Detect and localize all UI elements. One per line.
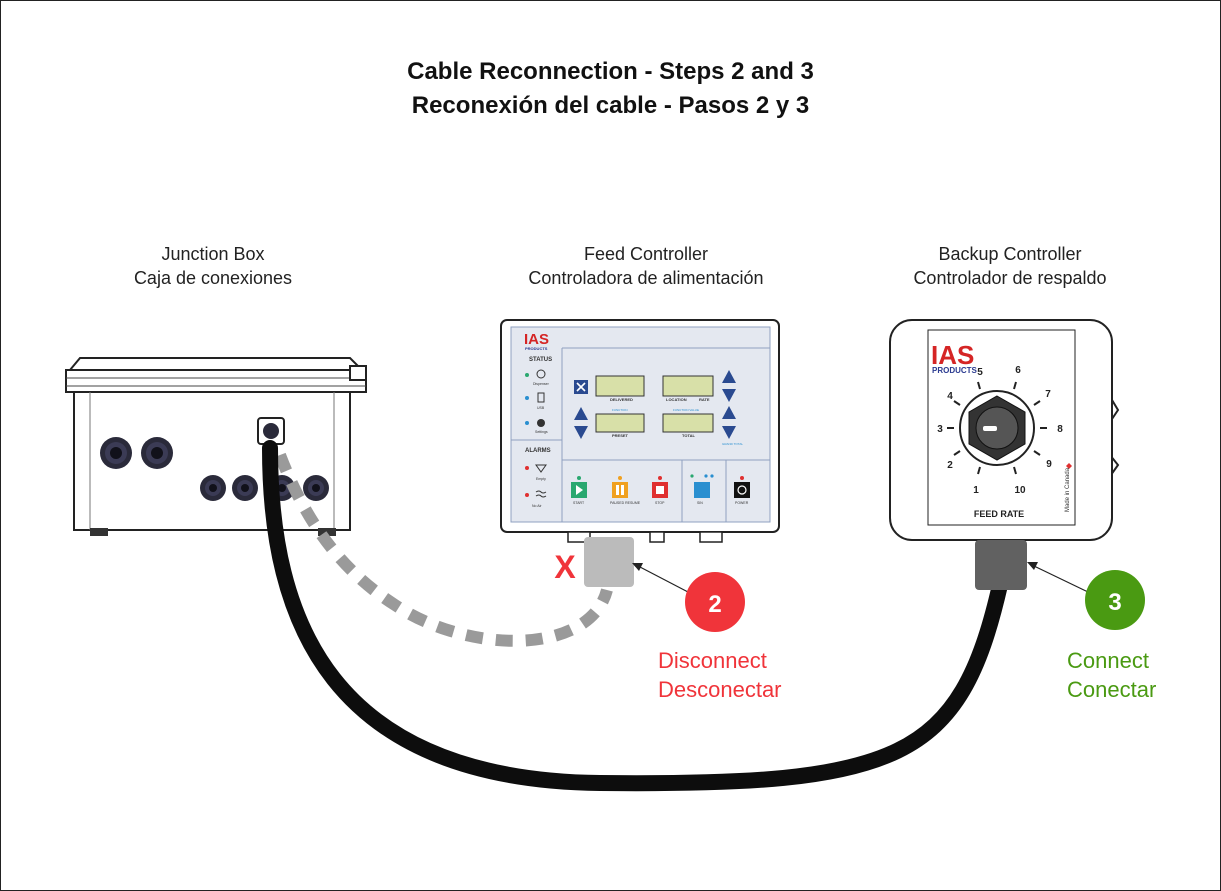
sin-button-icon: [694, 482, 710, 498]
junction-box-label: Junction Box Caja de conexiones: [133, 244, 293, 288]
cable-gland-2: [141, 437, 173, 469]
cable-gland-4: [232, 475, 258, 501]
backup-cable: [262, 440, 1008, 792]
status-item-dispenser: Dispenser: [533, 382, 550, 386]
pause-button-icon: [612, 482, 628, 498]
down-arrow-icon-right: [722, 389, 736, 402]
dial-number-2: 2: [947, 460, 953, 471]
alarms-heading: ALARMS: [525, 448, 551, 454]
alarm-item-no-air: No Air: [532, 504, 542, 508]
step-3-badge: [1085, 570, 1145, 630]
feed-rate-label: FEED RATE: [974, 509, 1024, 519]
cable-gland-1: [100, 437, 132, 469]
up-arrow-icon: [574, 407, 588, 420]
empty-alarm-icon: [535, 464, 547, 473]
dial-number-5: 5: [977, 367, 983, 378]
display-delivered: [595, 375, 645, 397]
display-total: [662, 413, 714, 433]
down-arrow-icon-right-2: [722, 426, 736, 439]
old-cable-dashed: [274, 452, 613, 647]
feed-controller-brand: IAS: [524, 331, 549, 348]
up-arrow-icon-right: [722, 370, 736, 383]
dial-number-9: 9: [1046, 459, 1052, 470]
display-label-total: TOTAL: [682, 433, 696, 438]
step-2-text: Disconnect Desconectar: [658, 648, 782, 702]
up-arrow-icon-right-2: [722, 406, 736, 419]
step-3-text: Connect Conectar: [1067, 648, 1157, 702]
display-label-rate: RATE: [699, 397, 710, 402]
dial-number-6: 6: [1015, 365, 1021, 376]
maple-leaf-icon: [1066, 463, 1072, 469]
dispenser-icon: [536, 369, 546, 379]
dial-number-3: 3: [937, 424, 943, 435]
status-item-settings: Settings: [535, 430, 548, 434]
backup-controller: IAS PRODUCTS 1 2 3 4 5 6 7 8: [889, 319, 1120, 541]
dial-number-10: 10: [1014, 485, 1026, 496]
dial-number-7: 7: [1045, 389, 1051, 400]
status-heading: STATUS: [529, 357, 552, 363]
backup-controller-label: Backup Controller Controlador de respald…: [913, 244, 1107, 288]
backup-controller-brand: IAS: [931, 340, 974, 370]
step-2-badge: [685, 572, 745, 632]
status-item-usb: USB: [537, 406, 545, 410]
no-air-alarm-icon: [535, 490, 547, 498]
connected-plug: [975, 540, 1027, 590]
display-label-preset: PRESET: [612, 433, 629, 438]
step-2-number: 2: [708, 591, 721, 618]
display-preset: [595, 413, 645, 433]
dial-number-8: 8: [1057, 424, 1063, 435]
power-button-icon: [734, 482, 750, 498]
button-label-start: START: [573, 501, 585, 505]
diagram-title-spanish: Reconexión del cable - Pasos 2 y 3: [411, 92, 810, 119]
display-label-location: LOCATION: [666, 397, 687, 402]
button-label-stop: STOP: [655, 501, 665, 505]
usb-icon: [537, 392, 545, 403]
made-in-canada: Made in Canada: [1065, 467, 1071, 512]
display-location-rate: [662, 375, 714, 397]
disconnect-x-mark: X: [554, 549, 576, 585]
feed-controller-label: Feed Controller Controladora de alimenta…: [528, 244, 764, 288]
dial-number-1: 1: [973, 485, 979, 496]
alarm-item-empty: Empty: [536, 477, 546, 481]
small-label-grand-total: GRAND TOTAL: [722, 442, 743, 446]
dial-number-4: 4: [947, 391, 953, 402]
button-label-power: POWER: [735, 501, 749, 505]
disconnected-plug: [584, 537, 634, 587]
pointer-arrow-step-2: [632, 563, 689, 593]
pointer-arrow-step-3: [1027, 562, 1089, 593]
junction-box: [65, 357, 367, 536]
display-label-delivered: DELIVERED: [610, 397, 633, 402]
feed-controller: IAS PRODUCTS STATUS Dispenser USB Settin…: [500, 319, 780, 543]
small-label-function: FUNCTION: [612, 408, 628, 412]
button-label-sin: SIN: [697, 501, 703, 505]
backup-controller-brand-sub: PRODUCTS: [932, 366, 978, 375]
cable-gland-6: [303, 475, 329, 501]
diagram-title: Cable Reconnection - Steps 2 and 3: [407, 58, 814, 85]
settings-gear-icon: [537, 419, 545, 427]
feed-controller-brand-sub: PRODUCTS: [525, 346, 548, 351]
down-arrow-icon: [574, 426, 588, 439]
small-label-function-value: FUNCTION VALUE: [673, 408, 699, 412]
button-label-pause: PAUSED RESUME: [610, 501, 641, 505]
cable-gland-3: [200, 475, 226, 501]
step-3-number: 3: [1108, 589, 1121, 616]
